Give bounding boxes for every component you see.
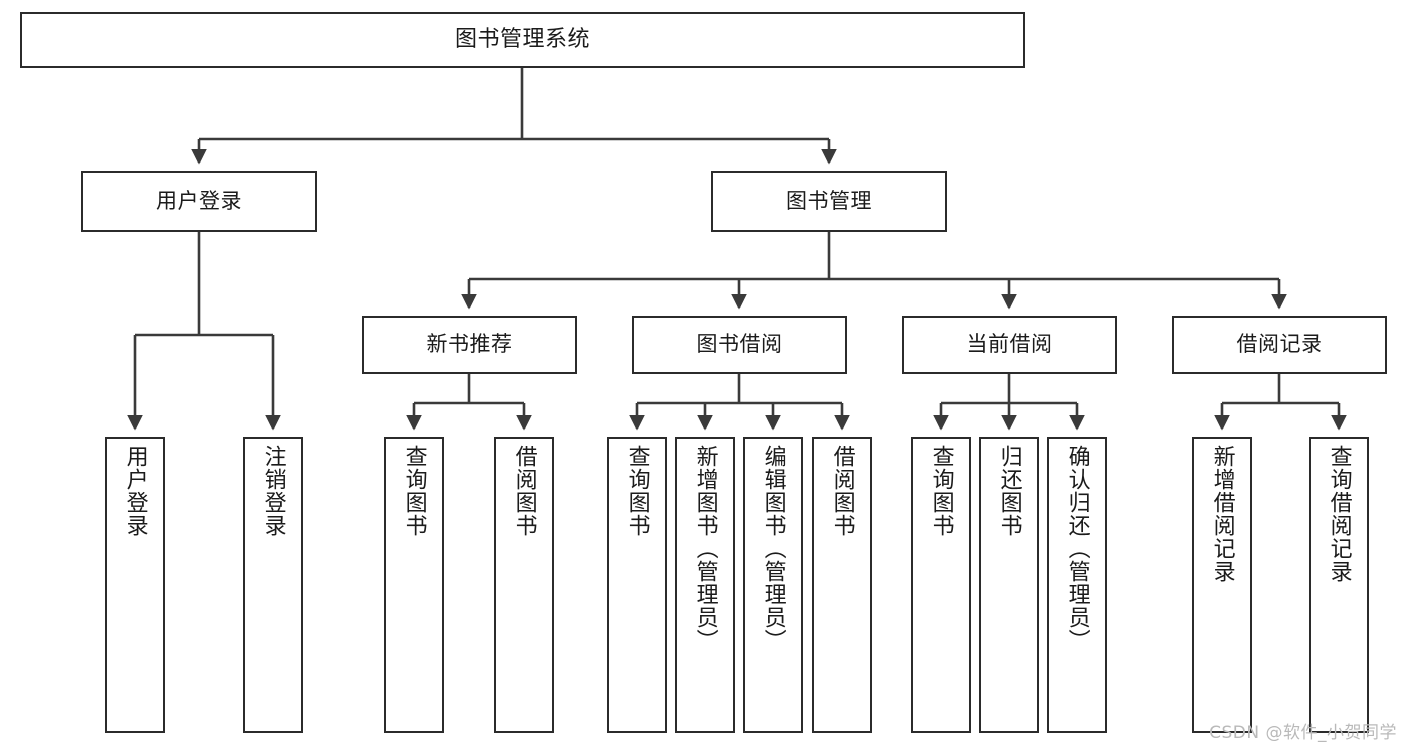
leaf-bookborrow-edit-book[interactable]: 编辑图书（管理员） (743, 437, 803, 733)
leaf-user-login[interactable]: 用户登录 (105, 437, 165, 733)
node-label: 查询图书 (401, 445, 427, 537)
node-current-borrow[interactable]: 当前借阅 (902, 316, 1117, 374)
leaf-currentborrow-confirm-return[interactable]: 确认归还（管理员） (1047, 437, 1107, 733)
node-label: 查询借阅记录 (1326, 445, 1352, 583)
node-borrow-record[interactable]: 借阅记录 (1172, 316, 1387, 374)
node-user-login[interactable]: 用户登录 (81, 171, 317, 232)
node-label: 新书推荐 (426, 332, 513, 357)
node-book-borrow[interactable]: 图书借阅 (632, 316, 847, 374)
node-label: 借阅图书 (511, 445, 537, 537)
node-label: 查询图书 (928, 445, 954, 537)
leaf-bookborrow-borrow-book[interactable]: 借阅图书 (812, 437, 872, 733)
node-label: 注销登录 (260, 445, 286, 537)
node-label: 查询图书 (624, 445, 650, 537)
leaf-currentborrow-query-book[interactable]: 查询图书 (911, 437, 971, 733)
node-label: 图书管理 (786, 188, 872, 213)
node-label: 归还图书 (996, 445, 1022, 537)
node-root-system[interactable]: 图书管理系统 (20, 12, 1025, 68)
node-label: 确认归还（管理员） (1064, 445, 1090, 652)
node-label: 图书管理系统 (454, 26, 590, 52)
leaf-newbook-borrow-book[interactable]: 借阅图书 (494, 437, 554, 733)
node-label: 当前借阅 (966, 332, 1053, 357)
node-book-manage[interactable]: 图书管理 (711, 171, 947, 232)
leaf-bookborrow-add-book[interactable]: 新增图书（管理员） (675, 437, 735, 733)
csdn-watermark: CSDN @软件_小贺同学 (1209, 723, 1397, 743)
node-label: 用户登录 (156, 188, 242, 213)
leaf-logout[interactable]: 注销登录 (243, 437, 303, 733)
node-label: 用户登录 (122, 445, 148, 537)
leaf-borrowrecord-add-record[interactable]: 新增借阅记录 (1192, 437, 1252, 733)
leaf-newbook-query-book[interactable]: 查询图书 (384, 437, 444, 733)
node-label: 借阅图书 (829, 445, 855, 537)
leaf-currentborrow-return-book[interactable]: 归还图书 (979, 437, 1039, 733)
node-label: 新增图书（管理员） (692, 445, 718, 652)
node-label: 借阅记录 (1236, 332, 1323, 357)
node-label: 编辑图书（管理员） (760, 445, 786, 652)
node-new-book-recommend[interactable]: 新书推荐 (362, 316, 577, 374)
leaf-borrowrecord-query-record[interactable]: 查询借阅记录 (1309, 437, 1369, 733)
node-label: 新增借阅记录 (1209, 445, 1235, 583)
node-label: 图书借阅 (696, 332, 783, 357)
leaf-bookborrow-query-book[interactable]: 查询图书 (607, 437, 667, 733)
